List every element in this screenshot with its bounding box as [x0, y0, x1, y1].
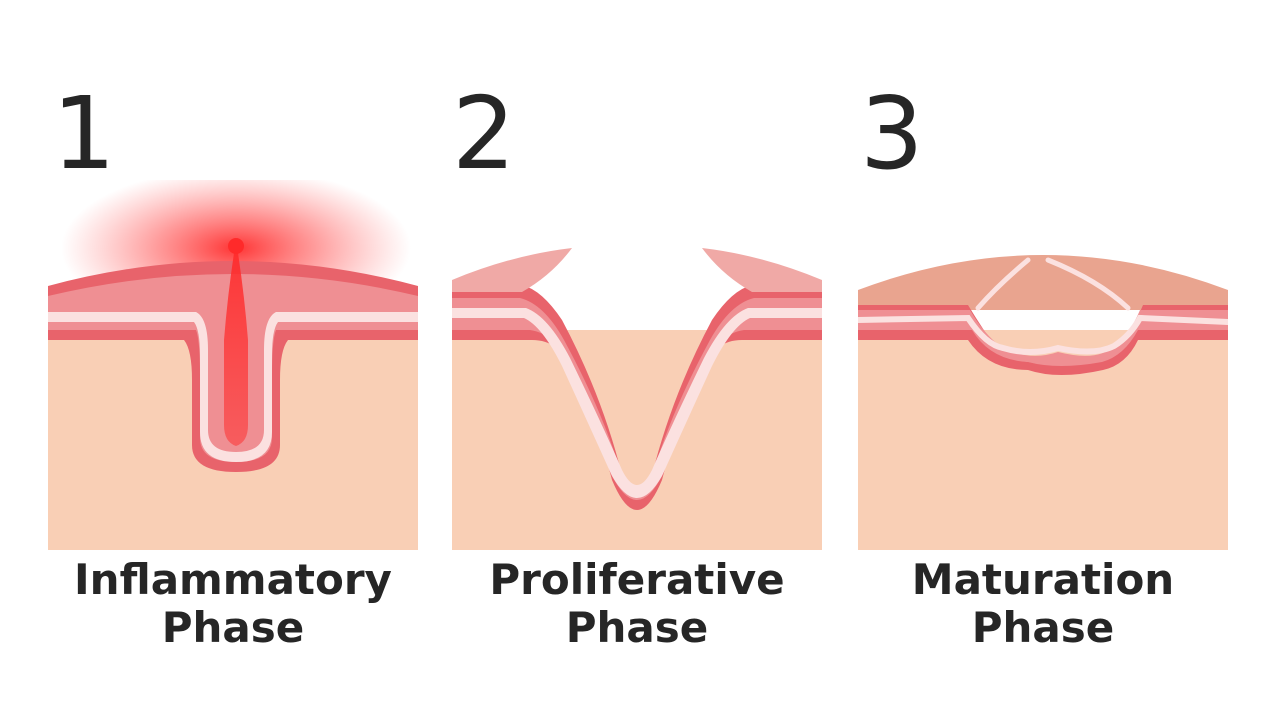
- epidermis-outer: [452, 285, 822, 510]
- stage-number-1: 1: [52, 75, 116, 192]
- dermis: [452, 330, 822, 550]
- stage-label-3: Maturation Phase: [858, 556, 1228, 652]
- stage-3-title-line1: Maturation: [911, 555, 1175, 604]
- stage-number-2: 2: [452, 75, 516, 192]
- wound-edge-right: [702, 248, 822, 292]
- stage-1-title-line1: Inflammatory: [74, 555, 392, 604]
- scar-crack-left: [975, 257, 1031, 311]
- scar-highlight: [858, 314, 1228, 355]
- stage-2-title-line2: Phase: [565, 603, 709, 652]
- stage-label-1: Inflammatory Phase: [48, 556, 418, 652]
- proliferative-wound-illustration: [452, 180, 822, 550]
- stage-3-title-line2: Phase: [971, 603, 1115, 652]
- inflammatory-wound-illustration: [48, 180, 418, 550]
- scab-top: [858, 255, 1228, 310]
- wound-core: [224, 240, 248, 446]
- stage-2-title-line1: Proliferative: [489, 555, 785, 604]
- stage-number-3: 3: [860, 75, 924, 192]
- scar-crack-right: [1045, 257, 1131, 311]
- wound-edge-left: [452, 248, 572, 292]
- stage-1-title-line2: Phase: [161, 603, 305, 652]
- epidermis-mid: [452, 298, 822, 500]
- stage-label-2: Proliferative Phase: [452, 556, 822, 652]
- maturation-wound-illustration: [858, 180, 1228, 550]
